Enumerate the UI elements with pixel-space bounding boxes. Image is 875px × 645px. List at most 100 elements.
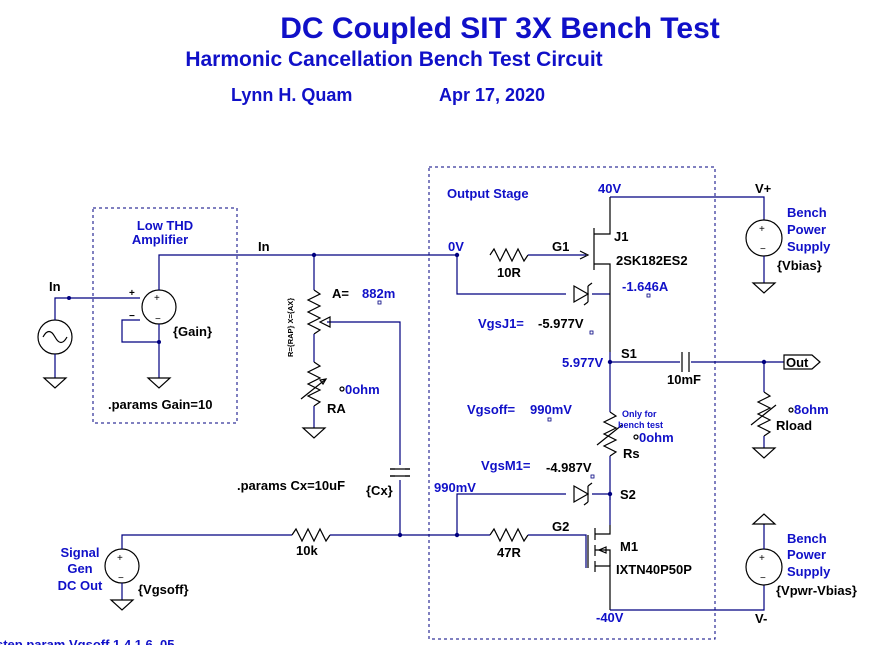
rs-resistor-icon bbox=[602, 411, 618, 457]
diode-j1-icon bbox=[573, 282, 593, 306]
ground-icon bbox=[109, 599, 135, 611]
wire-amp-neg bbox=[121, 319, 159, 343]
siggen-label-3: DC Out bbox=[58, 578, 103, 593]
supply-top-l3: Supply bbox=[787, 239, 831, 254]
amp-minus: − bbox=[129, 311, 135, 322]
svg-text:−: − bbox=[155, 314, 161, 325]
supply-bot-value: {Vpwr-Vbias} bbox=[776, 583, 857, 598]
rs-label: Rs bbox=[623, 446, 640, 461]
pot-expr: R={RAP} X={AX} bbox=[286, 298, 295, 357]
rload-arrow-line bbox=[750, 404, 777, 426]
rload-label: Rload bbox=[776, 418, 812, 433]
vgsoff-value: 990mV bbox=[530, 402, 572, 417]
ra-value: 0ohm bbox=[345, 382, 380, 397]
svg-text:+: + bbox=[759, 553, 765, 564]
svg-text:−: − bbox=[760, 244, 766, 255]
amp-label-1: Low THD bbox=[137, 218, 193, 233]
r47-resistor-icon bbox=[489, 527, 529, 543]
siggen-value: {Vgsoff} bbox=[138, 582, 189, 597]
probe-marker bbox=[377, 300, 382, 305]
s1-label: S1 bbox=[621, 346, 637, 361]
wire-diode2 bbox=[456, 493, 566, 535]
ground-icon bbox=[751, 447, 777, 459]
net-label-out: Out bbox=[786, 355, 809, 370]
cx-params: .params Cx=10uF bbox=[237, 478, 345, 493]
j1-name: J1 bbox=[614, 229, 628, 244]
wiper-arrow-icon bbox=[318, 316, 331, 328]
supply-top-l1: Bench bbox=[787, 205, 827, 220]
wire-siggen bbox=[121, 534, 292, 549]
cx-label: {Cx} bbox=[366, 483, 393, 498]
ground-icon bbox=[751, 282, 777, 294]
svg-text:+: + bbox=[117, 553, 123, 564]
s2-label: S2 bbox=[620, 487, 636, 502]
vgsm1-label: VgsM1= bbox=[481, 458, 531, 473]
rload-probe-icon bbox=[788, 407, 794, 413]
j1-transistor-icon bbox=[593, 197, 611, 352]
ground-icon bbox=[301, 427, 327, 439]
m1-part: IXTN40P50P bbox=[616, 562, 692, 577]
vgsj1-value: -5.977V bbox=[538, 316, 584, 331]
probe-marker bbox=[589, 330, 594, 335]
svg-text:+: + bbox=[759, 224, 765, 235]
r10k-label: 10k bbox=[296, 543, 318, 558]
wire-in bbox=[54, 297, 140, 320]
siggen-label-1: Signal bbox=[60, 545, 99, 560]
pot-a-label: A= bbox=[332, 286, 349, 301]
supply-bottom-icon: + − bbox=[745, 548, 783, 586]
c10m-label: 10mF bbox=[667, 372, 701, 387]
vgsj1-label: VgsJ1= bbox=[478, 316, 524, 331]
ra-arrow-icon bbox=[318, 378, 328, 386]
svg-text:−: − bbox=[760, 573, 766, 584]
rs-value: 0ohm bbox=[639, 430, 674, 445]
vm-label: 990mV bbox=[434, 480, 476, 495]
pot-a-value: 882m bbox=[362, 286, 395, 301]
net-label-in-top: In bbox=[258, 239, 270, 254]
amplifier-icon: + − bbox=[141, 289, 177, 325]
g1-arrow-icon bbox=[579, 250, 590, 260]
output-stage-label: Output Stage bbox=[447, 186, 529, 201]
page-subtitle: Harmonic Cancellation Bench Test Circuit bbox=[185, 48, 602, 71]
g1-label: G1 bbox=[552, 239, 569, 254]
g2-label: G2 bbox=[552, 519, 569, 534]
diode-m1-icon bbox=[573, 482, 593, 506]
m1-transistor-icon bbox=[587, 525, 611, 610]
r47-label: 47R bbox=[497, 545, 521, 560]
supply-top-value: {Vbias} bbox=[777, 258, 822, 273]
siggen-label-2: Gen bbox=[67, 561, 92, 576]
wire-wiper bbox=[327, 321, 401, 535]
ra-label: RA bbox=[327, 401, 346, 416]
pot-resistor-icon bbox=[306, 289, 322, 335]
amp-label-2: Amplifier bbox=[132, 232, 188, 247]
vs1-label: 5.977V bbox=[562, 355, 604, 370]
vgsoff-label: Vgsoff= bbox=[467, 402, 515, 417]
siggen-source-icon: + − bbox=[104, 548, 140, 584]
net-label-vplus: V+ bbox=[755, 181, 772, 196]
j1-part: 2SK182ES2 bbox=[616, 253, 688, 268]
out-port-icon bbox=[783, 354, 821, 370]
rload-value: 8ohm bbox=[794, 402, 829, 417]
rs-arrow-line bbox=[596, 424, 623, 446]
output-stage-box bbox=[428, 166, 716, 640]
vgsm1-value: -4.987V bbox=[546, 460, 592, 475]
junction-dot bbox=[157, 340, 161, 344]
v40-label: 40V bbox=[598, 181, 621, 196]
date-label: Apr 17, 2020 bbox=[439, 85, 545, 105]
wire-vminus bbox=[610, 585, 765, 611]
junction-dot bbox=[67, 296, 71, 300]
page-title: DC Coupled SIT 3X Bench Test bbox=[280, 12, 720, 45]
wire-g2 bbox=[528, 534, 587, 568]
supply-top-icon: + − bbox=[745, 219, 783, 257]
probe-marker bbox=[590, 474, 595, 479]
r10-label: 10R bbox=[497, 265, 521, 280]
m1-name: M1 bbox=[620, 539, 638, 554]
rload-resistor-icon bbox=[756, 391, 772, 437]
junction-dot bbox=[397, 532, 403, 538]
wire-diode1 bbox=[456, 255, 566, 295]
svg-text:−: − bbox=[118, 573, 124, 584]
probe-marker bbox=[646, 293, 651, 298]
ground-icon bbox=[146, 377, 172, 389]
probe-marker bbox=[547, 417, 552, 422]
net-label-in-left: In bbox=[49, 279, 61, 294]
